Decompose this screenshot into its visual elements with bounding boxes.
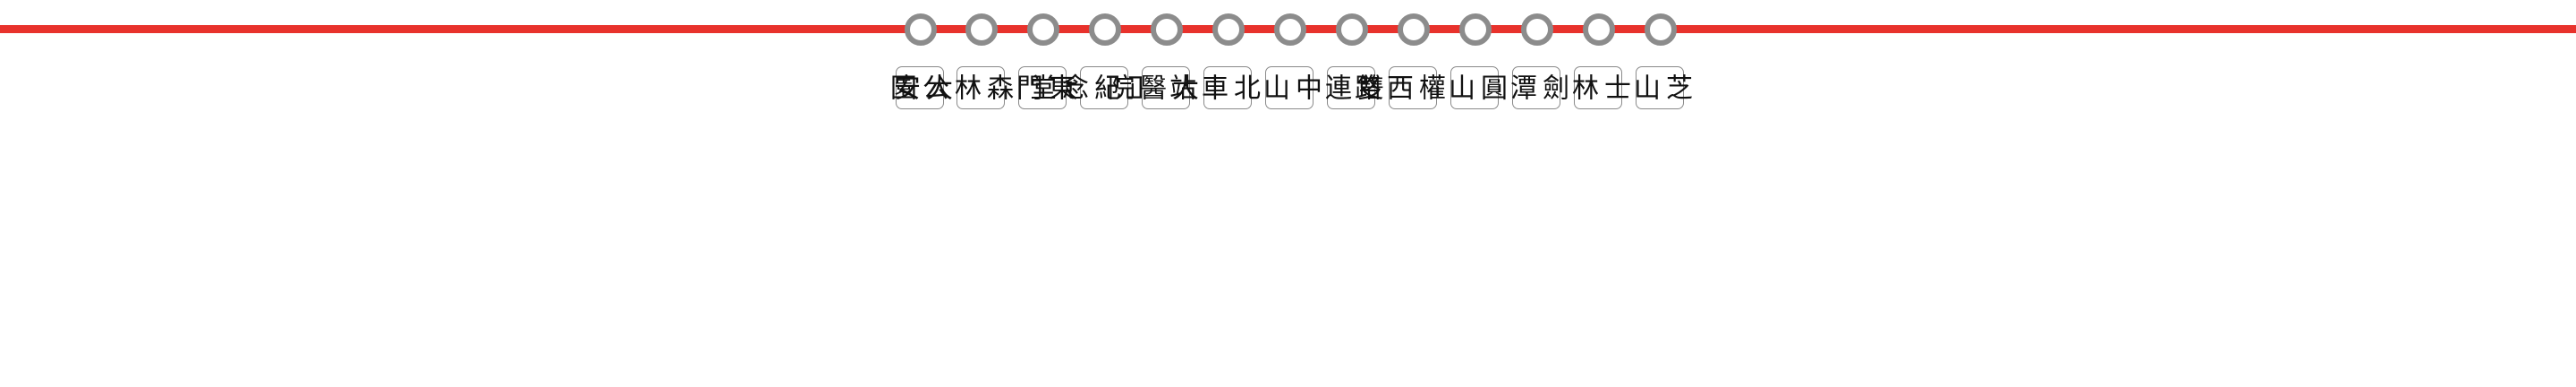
station-node-icon[interactable] [1336,13,1368,46]
station-node-icon[interactable] [1645,13,1677,46]
station-node-icon[interactable] [1212,13,1245,46]
station-label[interactable]: 士林 [1567,66,1630,109]
station-label[interactable]: 台北車站 [1164,66,1292,109]
station-label[interactable]: 圓山 [1443,66,1507,109]
station-node-icon[interactable] [965,13,998,46]
station-node-icon[interactable] [1521,13,1553,46]
station-node-icon[interactable] [905,13,937,46]
station-node-icon[interactable] [1583,13,1615,46]
station-node-icon[interactable] [1027,13,1059,46]
station-label[interactable]: 中山 [1258,66,1322,109]
station-label[interactable]: 民權西路 [1349,66,1477,109]
station-node-icon[interactable] [1151,13,1183,46]
station-label[interactable]: 劍潭 [1505,66,1569,109]
station-label[interactable]: 大安森林公園 [885,66,1077,109]
station-node-icon[interactable] [1459,13,1492,46]
station-node-icon[interactable] [1274,13,1306,46]
station-node-icon[interactable] [1398,13,1430,46]
station-node-icon[interactable] [1089,13,1121,46]
station-label[interactable]: 芝山 [1628,66,1692,109]
station-label[interactable]: 東門 [1011,66,1075,109]
